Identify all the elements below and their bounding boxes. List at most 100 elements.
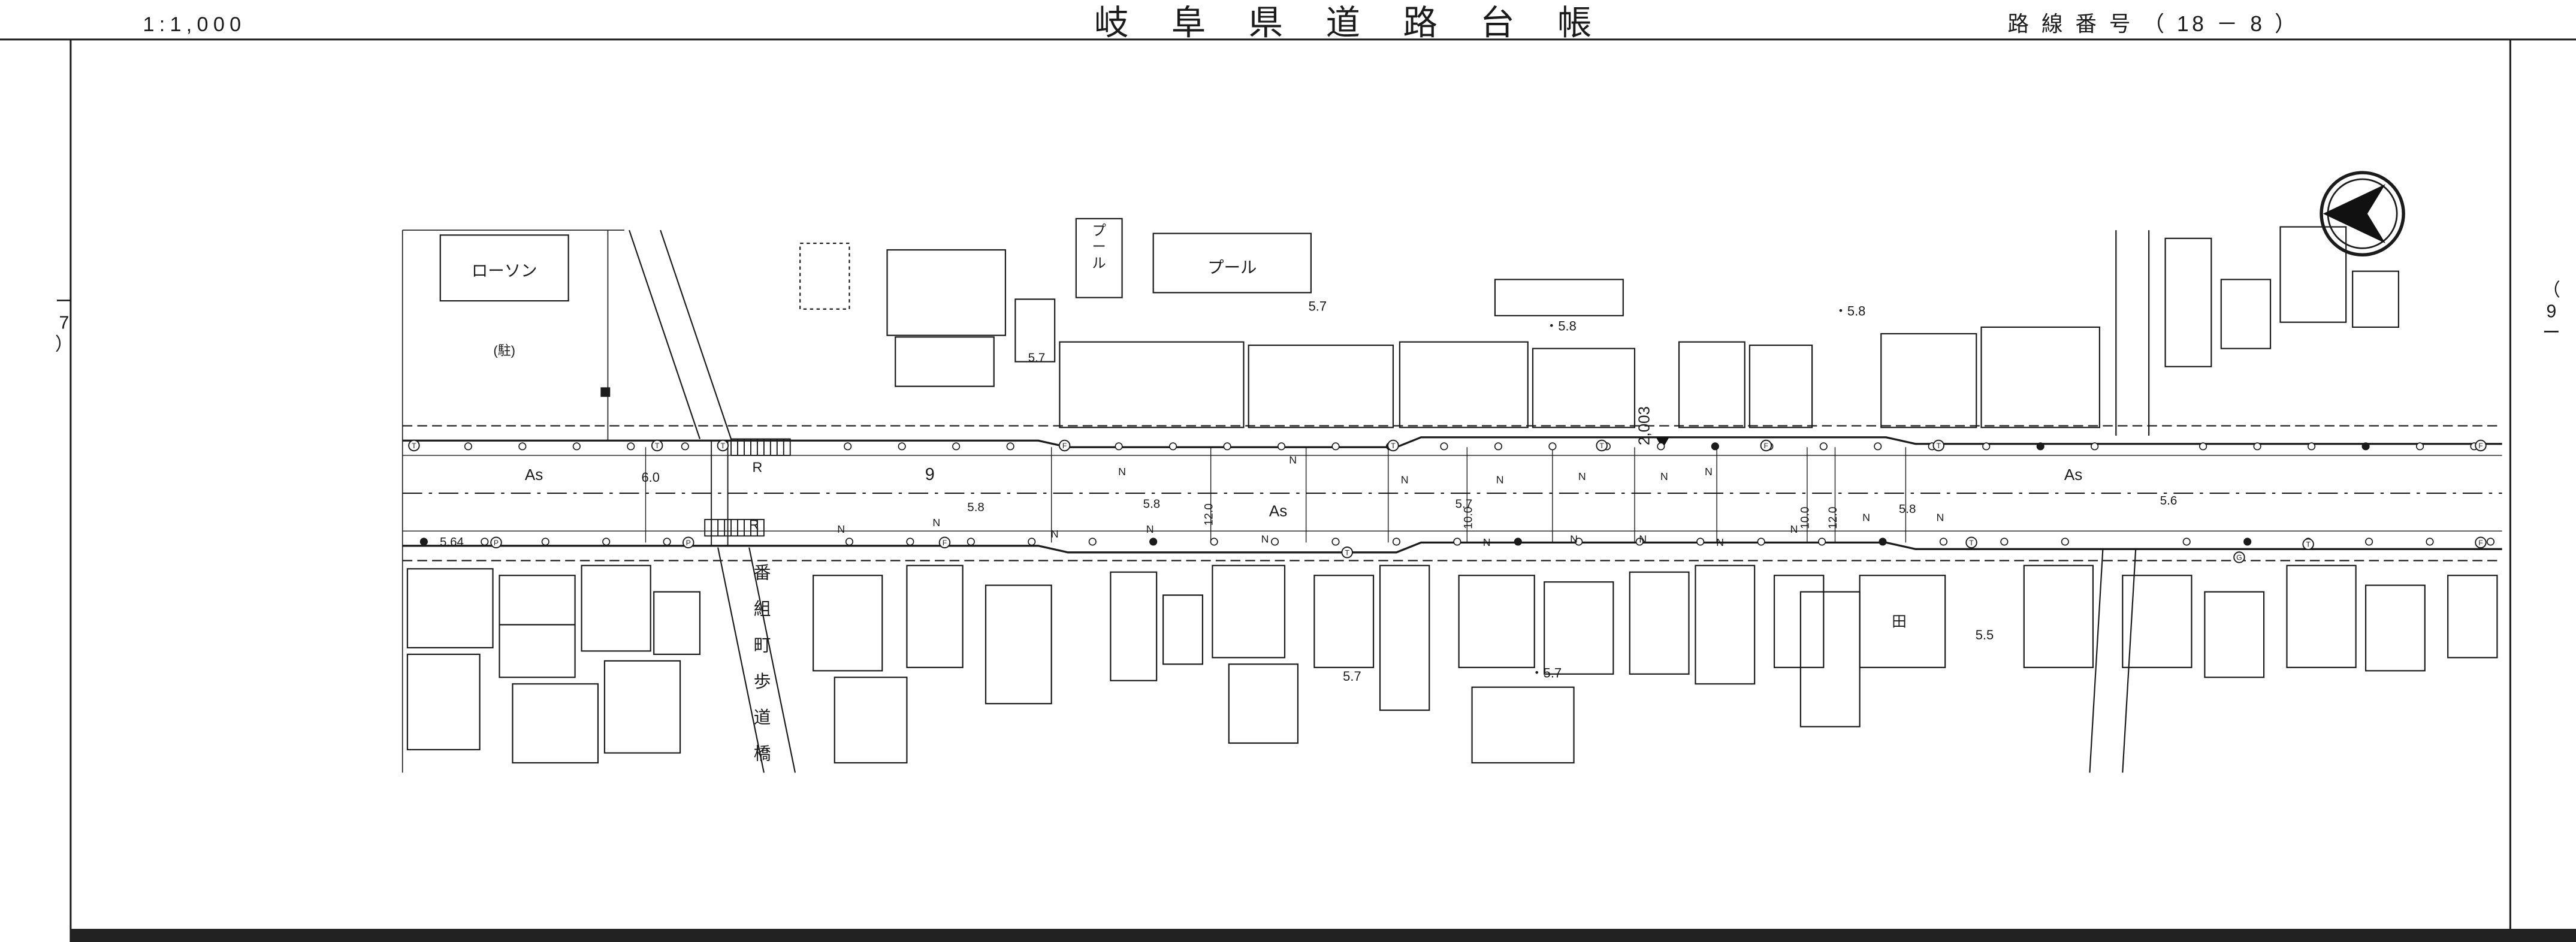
roadside-dot-icon [2364, 538, 2373, 546]
bottom-scan-bar [70, 929, 2576, 942]
map-label: N [1146, 523, 1154, 535]
map-label: N [1483, 536, 1491, 548]
map-label: 12.0 [1827, 507, 1840, 529]
utility-post-letter: T [655, 442, 660, 450]
road-lines [401, 230, 2502, 773]
utility-post-icon [1760, 439, 1772, 452]
roadside-dot-icon [627, 442, 635, 451]
roadside-dot-icon [1819, 442, 1828, 451]
roadside-dot-icon [1223, 442, 1231, 451]
roadside-dot-icon [1514, 538, 1522, 546]
utility-post-icon [490, 536, 502, 549]
utility-post-letter: F [2478, 442, 2483, 450]
map-label: N [837, 523, 845, 535]
utility-post-icon [1387, 439, 1399, 452]
roadside-dot-icon [1874, 442, 1882, 451]
roadside-dot-icon [2243, 538, 2252, 546]
roadside-dot-icon [2000, 538, 2009, 546]
map-label: N [1639, 533, 1647, 545]
roadside-dot-icon [1088, 538, 1097, 546]
roadside-dot-icon [1028, 538, 1036, 546]
utility-post-icon [682, 536, 694, 549]
pavement-as-label: As [525, 466, 543, 484]
station-number: 2,003 [1635, 406, 1653, 445]
roadside-dot-icon [1494, 442, 1503, 451]
roadside-dot-icon [602, 538, 611, 546]
utility-post-letter: F [1764, 442, 1769, 450]
field-symbol: 田 [1892, 614, 1907, 630]
map-label: R [753, 459, 763, 475]
roadside-dot-icon [1635, 538, 1644, 546]
roadside-dot-icon [2308, 442, 2316, 451]
map-label: 5.7 [1343, 669, 1361, 684]
utility-post-letter: P [494, 539, 499, 547]
route-9-label: 9 [925, 465, 935, 484]
roadside-dot-icon [1169, 442, 1177, 451]
roadside-symbols [410, 442, 2495, 546]
lawson-building [439, 234, 569, 302]
utility-post-letter: T [1391, 442, 1396, 450]
roadside-dot-icon [541, 538, 549, 546]
map-label: 5.64 [440, 535, 464, 549]
utility-post-letter: T [2306, 541, 2311, 549]
map-label: N [1118, 466, 1126, 478]
roadside-dot-icon [1277, 442, 1286, 451]
utility-post-icon [408, 439, 420, 452]
utility-post-letter: F [1062, 442, 1067, 450]
map-label: N [1937, 512, 1944, 524]
utility-post-letter: T [721, 442, 726, 450]
map-label: N [1051, 528, 1059, 540]
map-label: 5.8 [967, 500, 985, 514]
roadside-dot-icon [1696, 538, 1705, 546]
roadside-dot-icon [2486, 538, 2495, 546]
sheet-frame [0, 38, 2576, 942]
roadside-dot-icon [1575, 538, 1583, 546]
roadside-dot-icon [2361, 442, 2370, 451]
map-label: 5.8 [1899, 502, 1916, 516]
roadside-dot-icon [2182, 538, 2191, 546]
utility-post-icon [2233, 551, 2245, 563]
utility-post-icon [938, 536, 951, 549]
map-label: 10.0 [1463, 507, 1475, 529]
map-label: N [1401, 474, 1409, 486]
footbridge-name: 番組町歩道橋 [754, 564, 771, 764]
roadside-dot-icon [2199, 442, 2207, 451]
roadside-dot-icon [898, 442, 906, 451]
roadside-dot-icon [906, 538, 914, 546]
map-label: N [1790, 523, 1798, 535]
utility-post-letter: P [686, 539, 691, 547]
map-label: N [1578, 470, 1586, 482]
roadside-dot-icon [1757, 538, 1765, 546]
roadside-dot-icon [681, 442, 689, 451]
map-label: N [1862, 512, 1870, 524]
roadside-dot-icon [2091, 442, 2099, 451]
lawson-label: ローソン [472, 261, 537, 280]
map-label: N [1705, 466, 1713, 478]
utility-post-letter: T [1345, 548, 1349, 557]
utility-post-icon [717, 439, 729, 452]
roadside-dot-icon [1270, 538, 1279, 546]
roadside-dot-icon [952, 442, 961, 451]
roadside-dot-icon [1331, 442, 1340, 451]
roadside-dot-icon [464, 442, 472, 451]
map-label: ・5.7 [1530, 665, 1562, 680]
map-label: 6.0 [641, 470, 659, 485]
utility-post-letter: T [1936, 442, 1941, 450]
roadside-dot-icon [481, 538, 489, 546]
map-label: N [1289, 454, 1297, 466]
roadside-dot-icon [1453, 538, 1461, 546]
roadside-dot-icon [2061, 538, 2069, 546]
roadside-dot-icon [518, 442, 527, 451]
utility-post-icon [2475, 536, 2487, 549]
roadside-dot-icon [1817, 538, 1826, 546]
pavement-as-label: As [2064, 466, 2082, 484]
roadside-dot-icon [845, 538, 854, 546]
building-footprints [406, 218, 2498, 764]
pool-box [1075, 218, 1123, 298]
roadside-dot-icon [663, 538, 671, 546]
